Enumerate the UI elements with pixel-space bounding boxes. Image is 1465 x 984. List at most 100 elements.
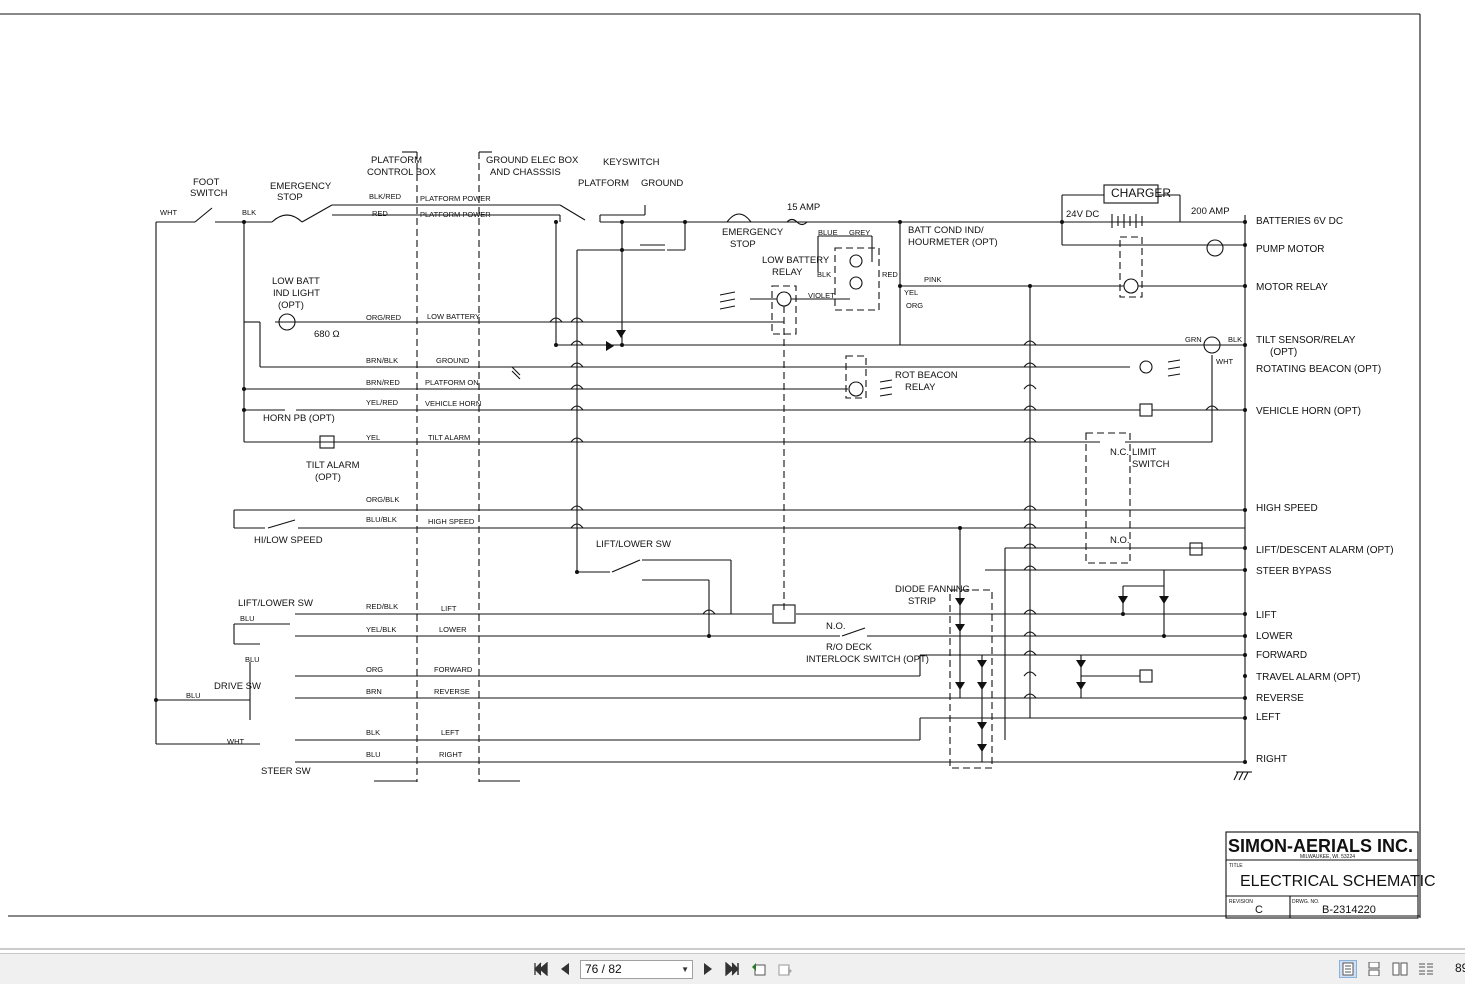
svg-text:BLU/BLK: BLU/BLK (366, 515, 397, 524)
svg-text:ORG: ORG (906, 301, 923, 310)
svg-text:HOURMETER (OPT): HOURMETER (OPT) (908, 237, 998, 248)
zoom-level[interactable]: 89 (1455, 961, 1465, 975)
svg-text:RELAY: RELAY (905, 382, 936, 393)
first-page-button[interactable] (532, 960, 550, 978)
svg-text:LIMIT: LIMIT (1132, 447, 1156, 458)
chevron-down-icon: ▼ (681, 965, 689, 974)
continuous-button[interactable] (1365, 960, 1383, 978)
svg-text:SWITCH: SWITCH (190, 188, 228, 199)
right-side-labels: BATTERIES 6V DC PUMP MOTOR MOTOR RELAY T… (1256, 216, 1394, 765)
foot-switch-label: FOOT (193, 177, 220, 188)
last-page-button[interactable] (723, 960, 741, 978)
svg-text:LOW BATTERY: LOW BATTERY (427, 312, 480, 321)
svg-text:YEL: YEL (366, 433, 380, 442)
svg-text:MILWAUKEE, WI. 53224: MILWAUKEE, WI. 53224 (1300, 854, 1355, 860)
forward-view-button[interactable] (776, 960, 794, 978)
svg-text:BLK/RED: BLK/RED (369, 192, 402, 201)
svg-text:GROUND: GROUND (436, 356, 470, 365)
svg-text:IND LIGHT: IND LIGHT (273, 288, 320, 299)
next-page-button[interactable] (699, 960, 717, 978)
svg-text:VEHICLE HORN: VEHICLE HORN (425, 399, 481, 408)
svg-text:ORG/RED: ORG/RED (366, 313, 402, 322)
svg-text:N.C.: N.C. (1110, 447, 1129, 458)
first-page-icon (534, 962, 548, 976)
svg-text:680 Ω: 680 Ω (314, 329, 340, 340)
svg-text:VIOLET: VIOLET (808, 291, 835, 300)
svg-text:STOP: STOP (277, 192, 303, 203)
svg-text:PINK: PINK (924, 275, 942, 284)
svg-text:PLATFORM: PLATFORM (578, 178, 629, 189)
svg-text:LOWER: LOWER (439, 625, 467, 634)
facing-icon (1392, 962, 1408, 976)
svg-text:STEER BYPASS: STEER BYPASS (1256, 566, 1332, 577)
svg-text:RIGHT: RIGHT (1256, 754, 1287, 765)
svg-text:BLUE: BLUE (818, 228, 838, 237)
svg-text:LIFT: LIFT (441, 604, 457, 613)
company-name: SIMON-AERIALS INC. (1228, 836, 1413, 856)
page-indicator: 76 / 82 (585, 962, 622, 976)
svg-text:STOP: STOP (730, 239, 756, 250)
svg-text:LIFT/LOWER SW: LIFT/LOWER SW (596, 539, 671, 550)
svg-text:PUMP MOTOR: PUMP MOTOR (1256, 244, 1325, 255)
schematic-page: FOOT SWITCH EMERGENCY STOP PLATFORM CONT… (0, 13, 1465, 950)
tilt-alarm-label: TILT ALARM (306, 460, 360, 471)
svg-text:N.O.: N.O. (1110, 535, 1130, 546)
svg-text:FORWARD: FORWARD (434, 665, 473, 674)
svg-text:YEL: YEL (904, 288, 918, 297)
svg-text:GROUND: GROUND (641, 178, 683, 189)
revision-value: C (1255, 904, 1263, 916)
svg-text:PLATFORM ON: PLATFORM ON (425, 378, 479, 387)
facing-continuous-button[interactable] (1417, 960, 1435, 978)
svg-text:RED/BLK: RED/BLK (366, 602, 398, 611)
svg-text:R/O DECK: R/O DECK (826, 642, 873, 653)
viewer-toolbar: 76 / 82 ▼ 89 (0, 953, 1465, 984)
page-number-field[interactable]: 76 / 82 ▼ (580, 960, 693, 979)
title-block: SIMON-AERIALS INC. MILWAUKEE, WI. 53224 … (1225, 831, 1436, 919)
svg-text:RED: RED (372, 209, 388, 218)
svg-text:HIGH SPEED: HIGH SPEED (1256, 503, 1318, 514)
svg-text:N.O.: N.O. (826, 621, 846, 632)
svg-text:LEFT: LEFT (1256, 712, 1280, 723)
svg-text:DIODE FANNING: DIODE FANNING (895, 584, 970, 595)
svg-text:FORWARD: FORWARD (1256, 650, 1307, 661)
svg-text:(OPT): (OPT) (1270, 347, 1297, 358)
svg-text:RELAY: RELAY (772, 267, 803, 278)
svg-text:BLK: BLK (1228, 335, 1242, 344)
svg-text:ROT BEACON: ROT BEACON (895, 370, 958, 381)
back-view-button[interactable] (750, 960, 768, 978)
svg-text:YEL/BLK: YEL/BLK (366, 625, 396, 634)
svg-text:BLU: BLU (245, 655, 260, 664)
facing-button[interactable] (1391, 960, 1409, 978)
svg-text:ORG/BLK: ORG/BLK (366, 495, 399, 504)
prev-page-button[interactable] (556, 960, 574, 978)
svg-text:LIFT/LOWER SW: LIFT/LOWER SW (238, 598, 313, 609)
svg-text:GREY: GREY (849, 228, 870, 237)
svg-text:TILT SENSOR/RELAY: TILT SENSOR/RELAY (1256, 335, 1356, 346)
svg-text:DRWG. NO.: DRWG. NO. (1292, 899, 1319, 905)
svg-text:REVISION: REVISION (1229, 899, 1253, 905)
document-title: ELECTRICAL SCHEMATIC (1240, 873, 1436, 890)
document-viewer[interactable]: FOOT SWITCH EMERGENCY STOP PLATFORM CONT… (0, 0, 1465, 953)
svg-text:INTERLOCK SWITCH (OPT): INTERLOCK SWITCH (OPT) (806, 654, 929, 665)
svg-text:REVERSE: REVERSE (1256, 693, 1304, 704)
svg-text:AND CHASSSIS: AND CHASSSIS (490, 167, 561, 178)
single-page-button[interactable] (1339, 960, 1357, 978)
svg-text:BRN/RED: BRN/RED (366, 378, 400, 387)
svg-text:RED: RED (882, 270, 898, 279)
svg-text:VEHICLE HORN (OPT): VEHICLE HORN (OPT) (1256, 406, 1361, 417)
svg-text:HORN PB (OPT): HORN PB (OPT) (263, 413, 335, 424)
svg-text:TITLE: TITLE (1229, 863, 1243, 869)
svg-text:BRN: BRN (366, 687, 382, 696)
back-view-icon (752, 963, 766, 976)
svg-text:BRN/BLK: BRN/BLK (366, 356, 398, 365)
svg-text:(OPT): (OPT) (315, 472, 341, 483)
svg-text:BLU: BLU (186, 691, 201, 700)
svg-text:YEL/RED: YEL/RED (366, 398, 399, 407)
continuous-icon (1368, 962, 1380, 976)
svg-text:WHT: WHT (1216, 357, 1233, 366)
svg-text:24V DC: 24V DC (1066, 209, 1099, 220)
svg-text:TRAVEL ALARM (OPT): TRAVEL ALARM (OPT) (1256, 672, 1360, 683)
svg-text:BLU: BLU (366, 750, 381, 759)
svg-text:BLK: BLK (817, 270, 831, 279)
svg-text:BATTERIES 6V DC: BATTERIES 6V DC (1256, 216, 1343, 227)
